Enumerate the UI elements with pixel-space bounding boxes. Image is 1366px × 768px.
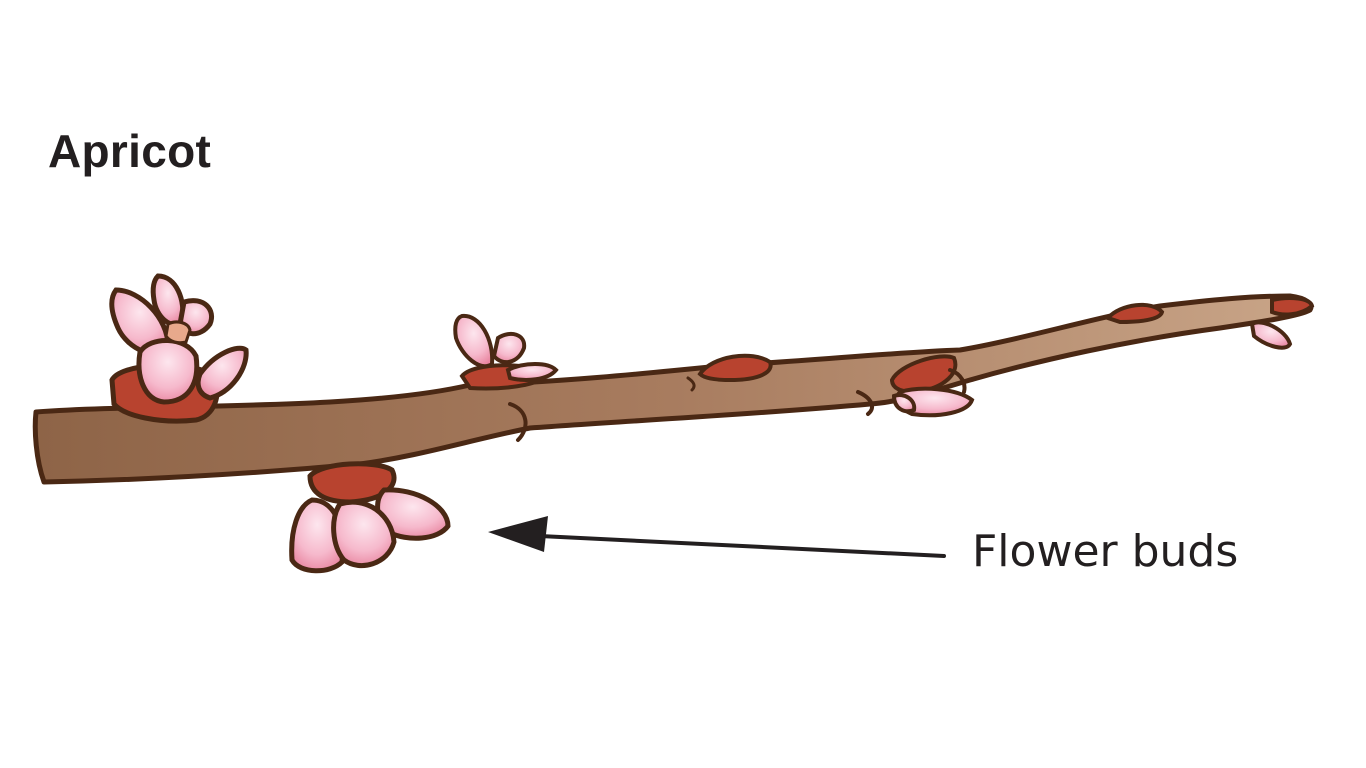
flower-bud-cluster xyxy=(889,354,975,418)
annotation-arrow xyxy=(488,516,946,558)
flower-bud-cluster xyxy=(109,273,249,424)
leaf-bud xyxy=(1104,302,1165,325)
flower-buds-label: Flower buds xyxy=(972,526,1239,577)
leaf-bud xyxy=(697,353,773,383)
diagram-title: Apricot xyxy=(48,125,212,177)
terminal-bud xyxy=(1249,296,1315,350)
flower-bud-cluster xyxy=(289,461,451,574)
flower-bud-cluster xyxy=(453,313,559,391)
